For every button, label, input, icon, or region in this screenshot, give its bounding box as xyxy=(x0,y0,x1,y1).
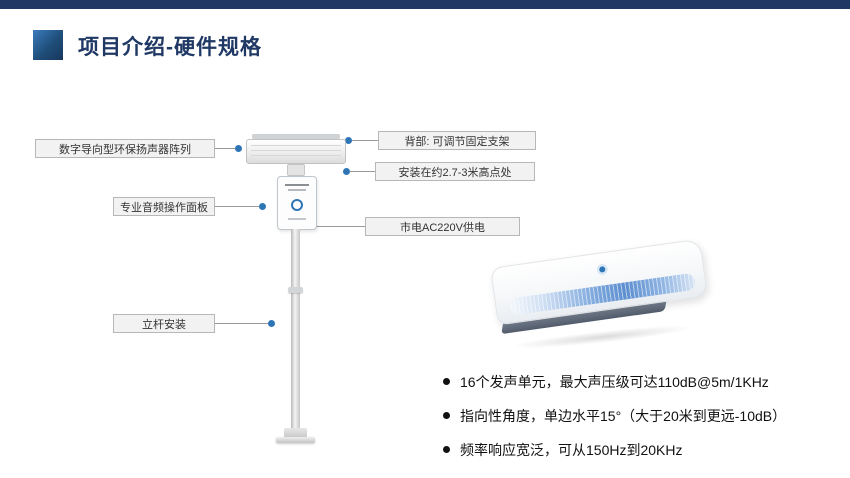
pole-clamp xyxy=(288,287,303,293)
callout-back-bracket: 背部: 可调节固定支架 xyxy=(378,131,536,150)
pole-flange xyxy=(284,428,307,437)
speaker-mount xyxy=(287,164,305,176)
connector-dot xyxy=(259,203,266,210)
callout-audio-panel: 专业音频操作面板 xyxy=(113,197,215,216)
control-box-text-line xyxy=(288,218,306,220)
title-square-icon xyxy=(33,30,63,60)
spec-text: 频率响应宽泛，可从150Hz到20KHz xyxy=(460,442,683,458)
callout-pole-install: 立杆安装 xyxy=(113,314,215,333)
spec-list: 16个发声单元，最大声压级可达110dB@5m/1KHz 指向性角度，单边水平1… xyxy=(443,372,841,474)
pole-base-plate xyxy=(276,437,315,443)
spec-item: 16个发声单元，最大声压级可达110dB@5m/1KHz xyxy=(443,372,841,392)
audio-control-box xyxy=(277,176,317,230)
connector-line xyxy=(350,171,375,172)
bullet-dot-icon xyxy=(443,446,450,453)
callout-install-height: 安装在约2.7-3米高点处 xyxy=(375,162,535,181)
connector-dot xyxy=(343,168,350,175)
spec-text: 指向性角度，单边水平15°（大于20米到更远-10dB） xyxy=(460,408,787,424)
connector-dot xyxy=(235,145,242,152)
control-box-text-line xyxy=(285,184,309,186)
spec-item: 频率响应宽泛，可从150Hz到20KHz xyxy=(443,440,841,460)
connector-line xyxy=(215,148,238,149)
spec-item: 指向性角度，单边水平15°（大于20米到更远-10dB） xyxy=(443,406,841,426)
callout-power-supply: 市电AC220V供电 xyxy=(365,217,520,236)
bullet-dot-icon xyxy=(443,378,450,385)
brand-logo-icon xyxy=(596,263,608,276)
callout-speaker-array: 数字导向型环保扬声器阵列 xyxy=(35,139,215,158)
connector-line xyxy=(315,226,365,227)
connector-dot xyxy=(268,320,275,327)
brand-logo-icon xyxy=(291,199,303,211)
page-title: 项目介绍-硬件规格 xyxy=(78,36,262,59)
bullet-dot-icon xyxy=(443,412,450,419)
speaker-product-image xyxy=(485,235,725,355)
top-accent-bar xyxy=(0,0,850,9)
speaker-product-body xyxy=(489,238,709,335)
connector-line xyxy=(351,140,378,141)
connector-dot xyxy=(345,137,352,144)
connector-line xyxy=(215,206,263,207)
connector-line xyxy=(215,323,272,324)
speaker-array-unit xyxy=(246,139,346,164)
mounting-pole xyxy=(291,229,300,430)
speaker-top-rail xyxy=(252,134,340,139)
control-box-text-line xyxy=(288,189,306,191)
spec-text: 16个发声单元，最大声压级可达110dB@5m/1KHz xyxy=(460,374,769,390)
speaker-grille xyxy=(509,272,696,316)
